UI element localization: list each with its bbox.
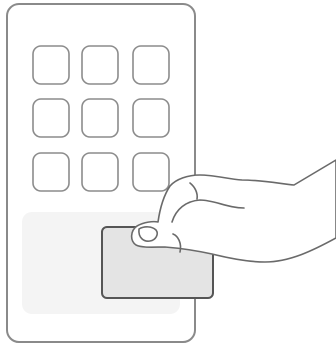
app-icon xyxy=(33,153,69,191)
app-icon xyxy=(133,46,169,84)
app-icon xyxy=(82,46,118,84)
app-icon xyxy=(82,99,118,137)
app-icon xyxy=(133,99,169,137)
app-icon xyxy=(33,46,69,84)
app-icon xyxy=(133,153,169,191)
app-grid xyxy=(33,46,169,191)
app-icon xyxy=(33,99,69,137)
app-icon xyxy=(82,153,118,191)
